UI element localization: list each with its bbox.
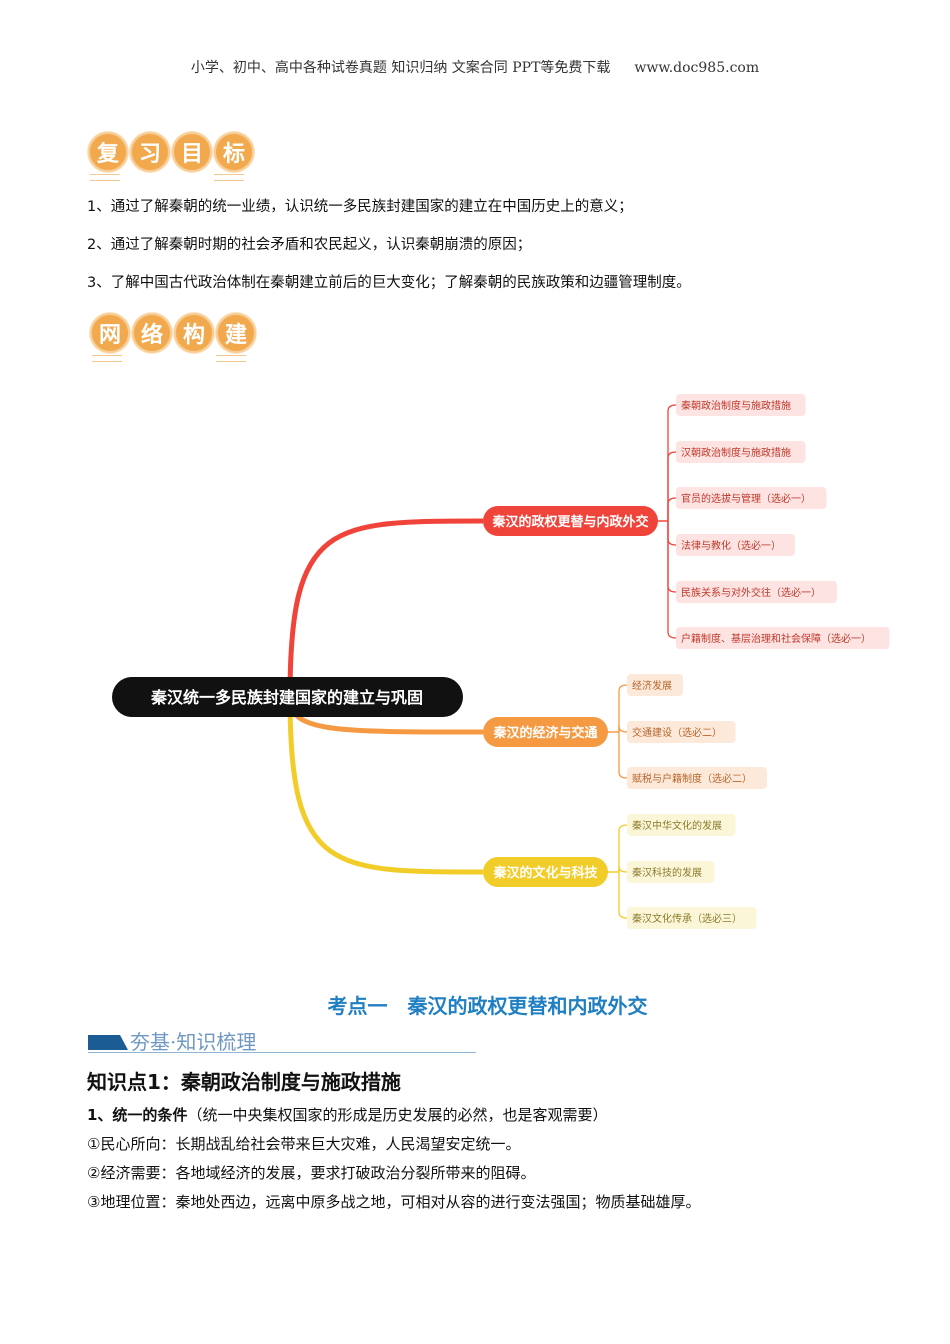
child-label: 秦汉文化传承（选必三） bbox=[632, 912, 742, 925]
child-connector bbox=[618, 732, 628, 779]
branch-label: 秦汉的政权更替与内政外交 bbox=[491, 514, 648, 530]
child-label: 官员的选拔与管理（选必一） bbox=[681, 492, 811, 505]
child-node bbox=[676, 534, 795, 556]
badge-char: 网 bbox=[90, 313, 130, 353]
child-node bbox=[627, 814, 736, 836]
review-goals-badge: 复 习 目 标 bbox=[88, 132, 254, 181]
child-node bbox=[627, 674, 683, 696]
branch-connector bbox=[287, 696, 484, 875]
child-node bbox=[627, 861, 715, 883]
child-connector bbox=[618, 824, 628, 872]
badge-underline bbox=[214, 174, 244, 181]
badge-char: 目 bbox=[172, 132, 212, 172]
child-node bbox=[676, 627, 890, 649]
objective-3: 3、了解中国古代政治体制在秦朝建立前后的巨大变化；了解秦朝的民族政策和边疆管理制… bbox=[87, 275, 691, 291]
badge-char: 标 bbox=[214, 132, 254, 172]
para-heading-note: （统一中央集权国家的形成是历史发展的必然，也是客观需要） bbox=[187, 1106, 608, 1124]
child-connector bbox=[667, 521, 677, 639]
branch-node bbox=[483, 506, 658, 536]
para-1: ①民心所向：长期战乱给社会带来巨大灾难，人民渴望安定统一。 bbox=[87, 1135, 521, 1153]
branch-connector bbox=[287, 518, 484, 698]
para-2: ②经济需要：各地域经济的发展，要求打破政治分裂所带来的阻碍。 bbox=[87, 1164, 536, 1182]
child-connector bbox=[667, 521, 677, 546]
child-node bbox=[676, 394, 806, 416]
branch-label: 秦汉的文化与科技 bbox=[492, 865, 598, 881]
badge-char: 习 bbox=[130, 132, 170, 172]
badge-underline bbox=[92, 355, 122, 362]
child-label: 汉朝政治制度与施政措施 bbox=[681, 446, 791, 459]
child-label: 户籍制度、基层治理和社会保障（选必一） bbox=[681, 632, 871, 645]
knowledge-point-title: 知识点1：秦朝政治制度与施政措施 bbox=[87, 1070, 401, 1094]
child-label: 法律与教化（选必一） bbox=[681, 539, 781, 552]
child-connector bbox=[667, 451, 677, 521]
child-connector bbox=[618, 865, 628, 873]
child-connector bbox=[618, 872, 628, 919]
page-header: 小学、初中、高中各种试卷真题 知识归纳 文案合同 PPT等免费下载 www.doc… bbox=[0, 57, 950, 77]
objective-1: 1、通过了解秦朝的统一业绩，认识统一多民族封建国家的建立在中国历史上的意义； bbox=[87, 199, 633, 215]
child-connector bbox=[667, 404, 677, 521]
branch-node bbox=[483, 857, 608, 887]
branch-label: 秦汉的经济与交通 bbox=[492, 725, 597, 741]
child-node bbox=[676, 487, 827, 509]
objective-2: 2、通过了解秦朝时期的社会矛盾和农民起义，认识秦朝崩溃的原因； bbox=[87, 237, 532, 253]
child-label: 民族关系与对外交往（选必一） bbox=[681, 586, 821, 599]
badge-char: 构 bbox=[174, 313, 214, 353]
child-label: 秦汉科技的发展 bbox=[632, 866, 702, 879]
child-node bbox=[627, 907, 757, 929]
child-node bbox=[676, 581, 837, 603]
child-connector bbox=[618, 725, 628, 733]
header-text: 小学、初中、高中各种试卷真题 知识归纳 文案合同 PPT等免费下载 bbox=[190, 60, 611, 76]
child-node bbox=[627, 721, 736, 743]
para-heading: 1、统一的条件（统一中央集权国家的形成是历史发展的必然，也是客观需要） bbox=[87, 1104, 607, 1125]
badge-underline bbox=[216, 355, 246, 362]
child-node bbox=[676, 441, 806, 463]
bar-block bbox=[88, 1035, 128, 1050]
badge-char: 络 bbox=[132, 313, 172, 353]
root-node bbox=[112, 677, 463, 717]
badge-char: 复 bbox=[88, 132, 128, 172]
child-connector bbox=[618, 684, 628, 732]
section-title: 考点一 秦汉的政权更替和内政外交 bbox=[327, 994, 648, 1018]
child-label: 秦汉中华文化的发展 bbox=[632, 819, 722, 832]
child-label: 交通建设（选必二） bbox=[632, 726, 722, 739]
header-url[interactable]: www.doc985.com bbox=[634, 60, 760, 76]
network-badge: 网 络 构 建 bbox=[90, 313, 256, 362]
child-label: 经济发展 bbox=[632, 679, 672, 692]
child-connector bbox=[667, 521, 677, 593]
subsection-title: 夯基·知识梳理 bbox=[130, 1030, 257, 1054]
para-3: ③地理位置：秦地处西边，远离中原多战之地，可相对从容的进行变法强国；物质基础雄厚… bbox=[87, 1193, 701, 1211]
root-label: 秦汉统一多民族封建国家的建立与巩固 bbox=[150, 688, 423, 707]
child-connector bbox=[667, 497, 677, 521]
badge-char: 建 bbox=[216, 313, 256, 353]
child-label: 秦朝政治制度与施政措施 bbox=[681, 399, 791, 412]
para-heading-bold: 1、统一的条件 bbox=[87, 1106, 188, 1124]
child-node bbox=[627, 767, 767, 789]
subsection-bar: 夯基·知识梳理 bbox=[88, 1030, 476, 1054]
mind-map: 秦汉的政权更替与内政外交 秦朝政治制度与施政措施汉朝政治制度与施政措施官员的选拔与… bbox=[112, 394, 890, 929]
branch-node bbox=[483, 717, 608, 747]
badge-underline bbox=[90, 174, 120, 181]
child-label: 赋税与户籍制度（选必二） bbox=[632, 772, 752, 785]
